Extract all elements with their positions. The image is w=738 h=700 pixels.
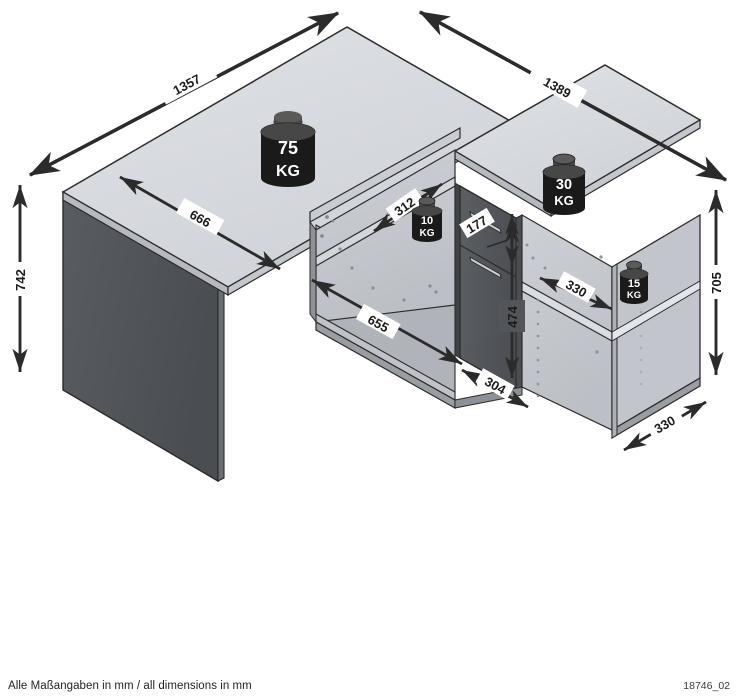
load-value-10: 10 — [421, 215, 433, 227]
label-backing — [556, 271, 596, 303]
load-badge-10kg: 10 KG — [411, 196, 443, 242]
dimension-text-705: 705 — [709, 272, 724, 294]
right-open-cabinet — [521, 213, 701, 440]
label-backing — [702, 265, 730, 299]
load-badge-30kg: 30 KG — [542, 153, 586, 215]
label-backing — [526, 62, 588, 108]
label-backing — [176, 197, 225, 236]
sheet-footer: Alle Maßangaben in mm / all dimensions i… — [0, 666, 738, 700]
label-backing — [156, 59, 218, 105]
load-value-30: 30 — [556, 177, 572, 193]
label-backing — [385, 188, 425, 222]
dimension-177 — [486, 214, 519, 266]
load-badge-75kg: 75 KG — [260, 111, 316, 187]
lower-door-handle — [469, 256, 502, 279]
load-badge-15kg: 15 KG — [619, 260, 649, 304]
label-backing — [475, 368, 515, 400]
load-unit-10: KG — [420, 228, 435, 239]
load-unit-75: KG — [276, 163, 300, 180]
load-value-15: 15 — [628, 278, 640, 290]
label-backing — [499, 300, 525, 332]
dimension-text-742: 742 — [13, 269, 28, 291]
shelf-top-rail — [309, 126, 461, 224]
load-unit-30: KG — [554, 193, 574, 208]
label-backing — [645, 407, 685, 439]
dimension-text-474: 474 — [505, 305, 520, 327]
label-backing — [459, 207, 495, 239]
units-note: Alle Maßangaben in mm / all dimensions i… — [8, 680, 252, 692]
drawing-number: 18746_02 — [683, 680, 730, 692]
label-backing — [6, 262, 34, 296]
load-value-75: 75 — [278, 138, 298, 158]
label-backing — [355, 303, 401, 340]
load-unit-15: KG — [627, 290, 641, 301]
